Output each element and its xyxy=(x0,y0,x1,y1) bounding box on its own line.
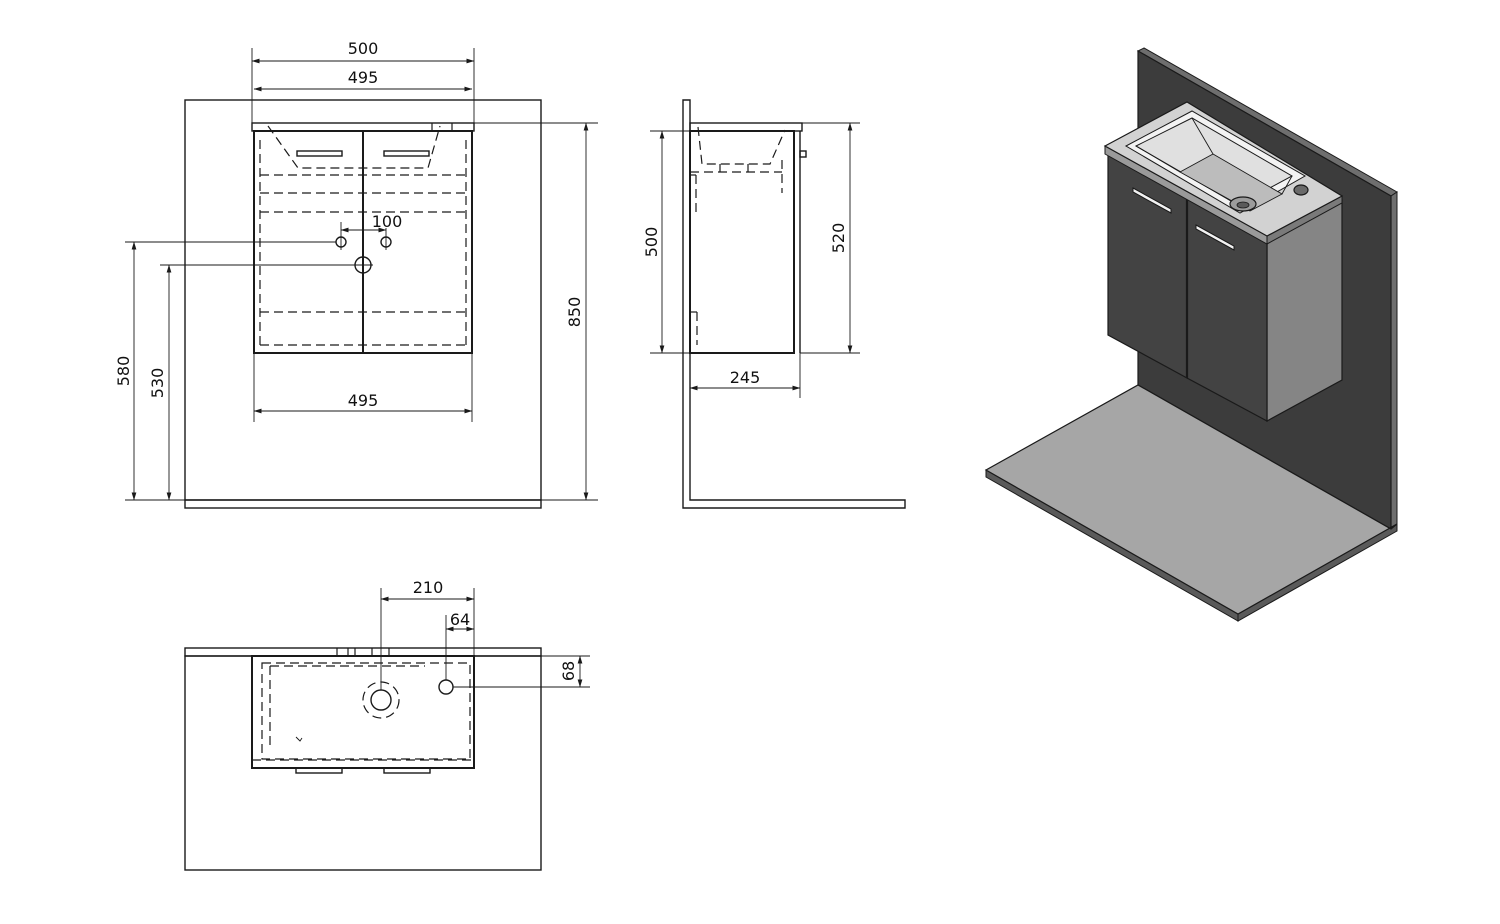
iso-right-handle xyxy=(1195,224,1235,251)
plan-tap-hole xyxy=(438,679,454,695)
front-left-handle xyxy=(296,150,343,157)
side-countertop xyxy=(689,122,803,132)
plan-wall-strip xyxy=(184,647,542,657)
iso-left-handle xyxy=(1132,187,1172,214)
front-right-handle xyxy=(383,150,430,157)
dim-front-top-width: 495 xyxy=(348,68,379,87)
dim-side-depth: 245 xyxy=(730,368,761,387)
plan-left-handle xyxy=(295,767,343,774)
iso-floor xyxy=(984,384,1398,615)
dim-plan-offset-64: 64 xyxy=(450,610,470,629)
side-view: 500 520 245 xyxy=(642,99,906,509)
dim-side-total-height: 520 xyxy=(829,223,848,254)
front-view: 500 495 100 495 580 530 850 xyxy=(114,39,598,509)
side-handle xyxy=(799,150,807,158)
front-hidden-lines xyxy=(259,123,467,346)
plan-right-handle xyxy=(383,767,431,774)
front-floor-strip xyxy=(184,499,542,509)
dim-side-cabinet-height: 500 xyxy=(642,227,661,258)
plan-view: 210 64 68 xyxy=(184,578,590,871)
iso-tap-hole xyxy=(1293,184,1309,196)
side-hidden-lines xyxy=(689,126,786,345)
dim-front-tap-spacing: 100 xyxy=(372,212,403,231)
dim-front-total-height: 850 xyxy=(565,297,584,328)
dim-plan-offset-68: 68 xyxy=(559,661,578,681)
front-countertop xyxy=(251,122,475,132)
plan-floor-area xyxy=(184,655,542,871)
dim-front-height-530: 530 xyxy=(148,368,167,399)
dim-front-height-580: 580 xyxy=(114,356,133,387)
dim-front-overall-width: 500 xyxy=(348,39,379,58)
dim-front-bottom-width: 495 xyxy=(348,391,379,410)
iso-wall-side xyxy=(1390,191,1398,531)
plan-hidden-lines xyxy=(252,648,474,761)
side-wall-and-floor xyxy=(682,99,906,509)
dim-plan-offset-210: 210 xyxy=(413,578,444,597)
plan-cabinet xyxy=(251,655,475,769)
plan-waste-outlet xyxy=(370,689,392,711)
isometric-view xyxy=(984,47,1398,622)
